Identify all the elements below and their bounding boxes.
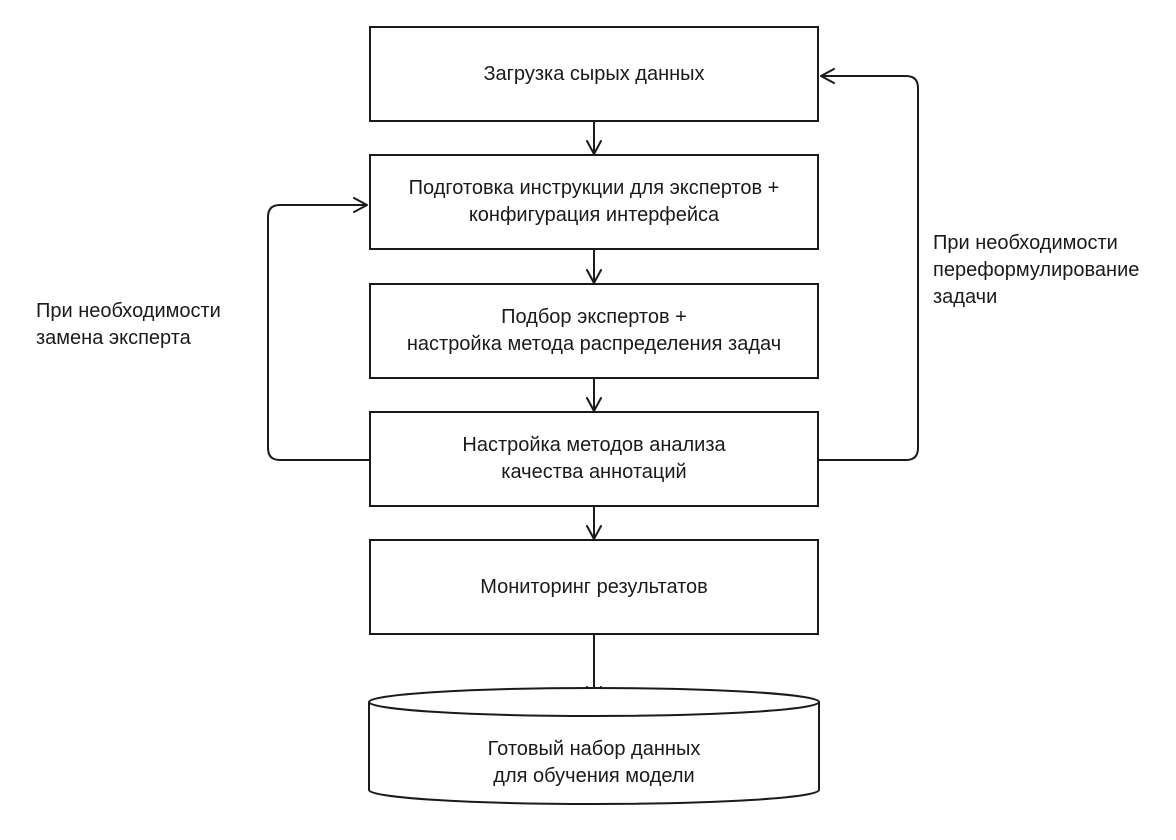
step-quality-label-line2: качества аннотаций bbox=[501, 461, 687, 483]
dataset-cylinder bbox=[368, 687, 820, 805]
step-prepare-label-line2: конфигурация интерфейса bbox=[468, 204, 720, 226]
step-prepare-instructions: Подготовка инструкции для экспертов + ко… bbox=[369, 154, 819, 250]
feedback-label-right: При необходимости переформулирование зад… bbox=[933, 230, 1139, 311]
step-select-label-line1: Подбор экспертов + bbox=[501, 306, 687, 328]
feedback-loop-left bbox=[267, 197, 369, 461]
step-select-experts: Подбор экспертов + настройка метода расп… bbox=[369, 283, 819, 379]
output-label-line2: для обучения модели bbox=[493, 765, 695, 787]
feedback-right-line1: При необходимости bbox=[933, 232, 1118, 254]
feedback-right-line3: задачи bbox=[933, 286, 998, 308]
output-label-line1: Готовый набор данных bbox=[487, 738, 701, 760]
step-prepare-label-line1: Подготовка инструкции для экспертов + bbox=[408, 177, 780, 199]
step-load-raw-data: Загрузка сырых данных bbox=[369, 26, 819, 122]
feedback-label-left: При необходимости замена эксперта bbox=[36, 298, 221, 352]
step-monitor-label: Мониторинг результатов bbox=[480, 575, 708, 598]
feedback-loop-right bbox=[819, 68, 919, 461]
feedback-left-line1: При необходимости bbox=[36, 300, 221, 322]
step-quality-analysis: Настройка методов анализа качества аннот… bbox=[369, 411, 819, 507]
step-select-label-line2: настройка метода распределения задач bbox=[406, 333, 782, 355]
step-load-label: Загрузка сырых данных bbox=[483, 62, 705, 85]
feedback-left-line2: замена эксперта bbox=[36, 327, 191, 349]
step-quality-label-line1: Настройка методов анализа bbox=[462, 434, 726, 456]
feedback-right-line2: переформулирование bbox=[933, 259, 1140, 281]
output-dataset-label: Готовый набор данных для обучения модели bbox=[369, 736, 819, 790]
step-monitor-results: Мониторинг результатов bbox=[369, 539, 819, 635]
